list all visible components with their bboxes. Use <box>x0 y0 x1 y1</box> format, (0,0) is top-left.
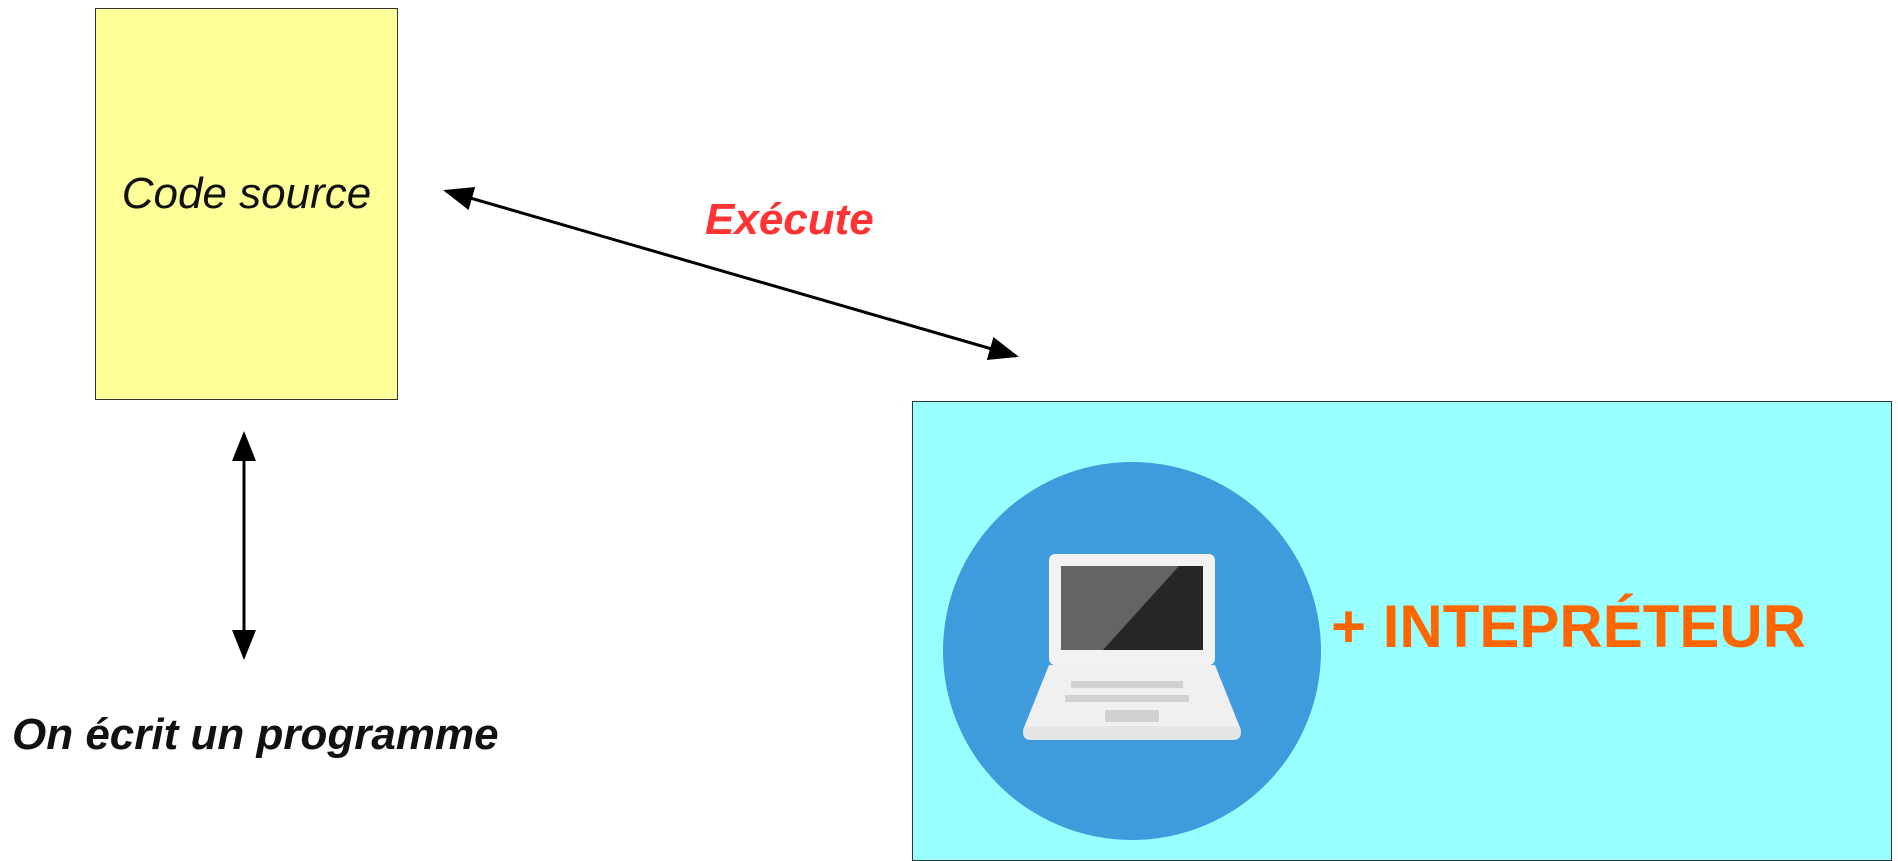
source-box-label: Code source <box>121 169 372 218</box>
laptop-icon <box>1023 554 1241 740</box>
interpreter-label: + INTEPRÉTEUR <box>1331 593 1807 660</box>
source-box: Code source <box>95 8 398 400</box>
execute-label: Exécute <box>705 195 874 244</box>
execute-arrow <box>443 186 1019 361</box>
machine-circle <box>943 462 1321 840</box>
machine-box: + INTEPRÉTEUR <box>912 401 1892 861</box>
write-program-label: On écrit un programme <box>12 710 499 759</box>
